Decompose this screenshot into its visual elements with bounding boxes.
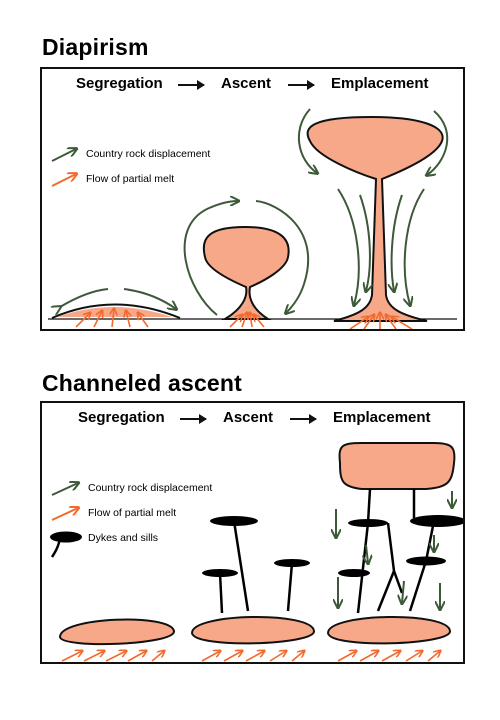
channeled-ascent-diagram	[50, 442, 463, 662]
emplacement-pluton	[306, 115, 444, 322]
emplacement-country-arrow-inner-right	[392, 194, 403, 291]
ascent-melt-arrows	[229, 313, 265, 328]
emplacement-country-arrow-top-right	[427, 110, 449, 175]
ascent-melt-arrows	[201, 651, 304, 662]
emplacement-country-arrow-mid-right	[405, 188, 425, 305]
segregation-melt-lens	[51, 303, 181, 319]
diapirism-diagram	[48, 108, 457, 329]
segregation-melt-arrows	[61, 651, 164, 662]
channeled-ascent-title: Channeled ascent	[42, 370, 243, 396]
ascent-dykes	[218, 520, 294, 614]
stage-emplacement: Emplacement	[333, 409, 431, 426]
stage-arrow	[290, 414, 317, 424]
stage-segregation: Segregation	[78, 409, 165, 426]
emplacement-country-arrow-top-left	[297, 108, 317, 173]
emplacement-melt-arrows	[349, 313, 413, 329]
legend-melt-flow-arrow	[51, 174, 76, 187]
legend-melt-flow-arrow	[51, 508, 78, 521]
stage-arrow	[180, 414, 207, 424]
stage-ascent: Ascent	[221, 75, 272, 92]
emplacement-country-arrows	[336, 491, 452, 609]
emplacement-country-arrow-inner-left	[359, 194, 370, 291]
emplacement-dykes	[356, 488, 436, 614]
legend-country-rock-label: Country rock displacement	[88, 482, 213, 494]
legend-dykes-label: Dykes and sills	[88, 532, 159, 544]
stage-arrow	[288, 80, 315, 90]
ascent-diapir	[202, 225, 290, 320]
legend-country-rock-label: Country rock displacement	[86, 148, 211, 160]
ascent-sills	[202, 516, 310, 577]
emplacement-pluton	[338, 442, 456, 490]
legend-country-rock-arrow	[51, 149, 76, 162]
emplacement-country-arrow-mid-left	[337, 188, 359, 305]
segregation-melt-body	[58, 618, 175, 646]
legend-melt-flow-label: Flow of partial melt	[88, 507, 177, 519]
ascent-country-arrow-right	[255, 200, 310, 313]
ascent-country-arrow-left	[183, 201, 238, 316]
emplacement-melt-body	[326, 615, 451, 645]
stage-emplacement: Emplacement	[331, 75, 429, 92]
stage-arrow	[178, 80, 205, 90]
diapirism-panel: Segregation Ascent Emplacement Country r…	[40, 67, 465, 331]
emplacement-melt-arrows	[337, 651, 440, 662]
ascent-melt-body	[190, 615, 315, 645]
channeled-ascent-panel: Segregation Ascent Emplacement Country r…	[40, 401, 465, 664]
diapirism-title: Diapirism	[42, 34, 149, 60]
stage-ascent: Ascent	[223, 409, 274, 426]
emplacement-sills	[338, 515, 463, 577]
stage-segregation: Segregation	[76, 75, 163, 92]
legend-melt-flow-label: Flow of partial melt	[86, 173, 175, 185]
segregation-melt-arrows	[75, 309, 149, 328]
segregation-country-arrow-left	[60, 288, 109, 307]
segregation-country-arrow-right	[123, 288, 176, 309]
legend-country-rock-arrow	[51, 483, 78, 496]
legend-dyke-icon	[50, 531, 82, 558]
